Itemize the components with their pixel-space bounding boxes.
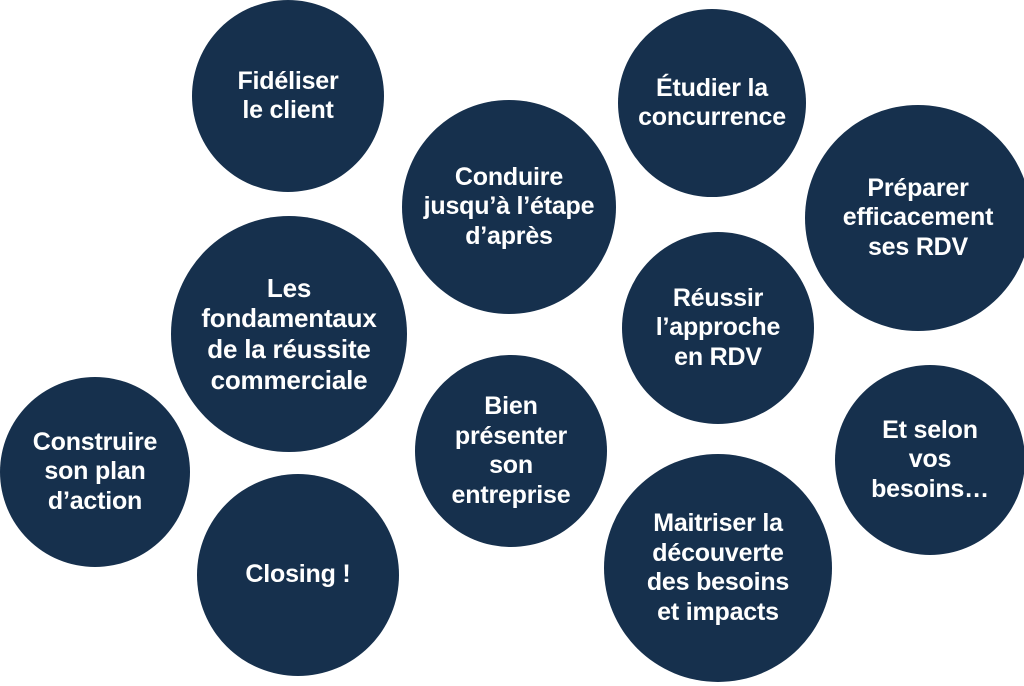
bubble-label-closing: Closing ! (245, 560, 351, 589)
bubble-label-fideliser-le-client: Fidéliser le client (237, 66, 339, 125)
bubble-preparer-efficacement-ses-rdv[interactable]: Préparer efficacement ses RDV (805, 105, 1024, 331)
bubble-fideliser-le-client[interactable]: Fidéliser le client (192, 0, 384, 192)
bubble-construire-son-plan-d-action[interactable]: Construire son plan d’action (0, 377, 190, 567)
bubble-label-etudier-la-concurrence: Étudier la concurrence (638, 73, 786, 132)
bubble-maitriser-la-decouverte-des-besoins-et-impacts[interactable]: Maitriser la découverte des besoins et i… (604, 454, 832, 682)
bubble-bien-presenter-son-entreprise[interactable]: Bien présenter son entreprise (415, 355, 607, 547)
bubble-label-et-selon-vos-besoins: Et selon vos besoins… (871, 415, 989, 503)
bubble-les-fondamentaux-de-la-reussite-commerciale[interactable]: Les fondamentaux de la réussite commerci… (171, 216, 407, 452)
bubble-closing[interactable]: Closing ! (197, 474, 399, 676)
bubble-label-les-fondamentaux-de-la-reussite-commerciale: Les fondamentaux de la réussite commerci… (201, 272, 377, 395)
bubble-conduire-jusqu-a-l-etape-d-apres[interactable]: Conduire jusqu’à l’étape d’après (402, 100, 616, 314)
bubble-label-reussir-l-approche-en-rdv: Réussir l’approche en RDV (655, 283, 781, 371)
bubble-label-preparer-efficacement-ses-rdv: Préparer efficacement ses RDV (842, 173, 994, 261)
bubble-et-selon-vos-besoins[interactable]: Et selon vos besoins… (835, 365, 1024, 555)
bubble-reussir-l-approche-en-rdv[interactable]: Réussir l’approche en RDV (622, 232, 814, 424)
bubble-label-maitriser-la-decouverte-des-besoins-et-impacts: Maitriser la découverte des besoins et i… (646, 509, 790, 626)
bubble-label-bien-presenter-son-entreprise: Bien présenter son entreprise (451, 392, 571, 509)
bubble-etudier-la-concurrence[interactable]: Étudier la concurrence (618, 9, 806, 197)
bubble-label-construire-son-plan-d-action: Construire son plan d’action (32, 427, 158, 515)
bubble-label-conduire-jusqu-a-l-etape-d-apres: Conduire jusqu’à l’étape d’après (423, 162, 595, 250)
